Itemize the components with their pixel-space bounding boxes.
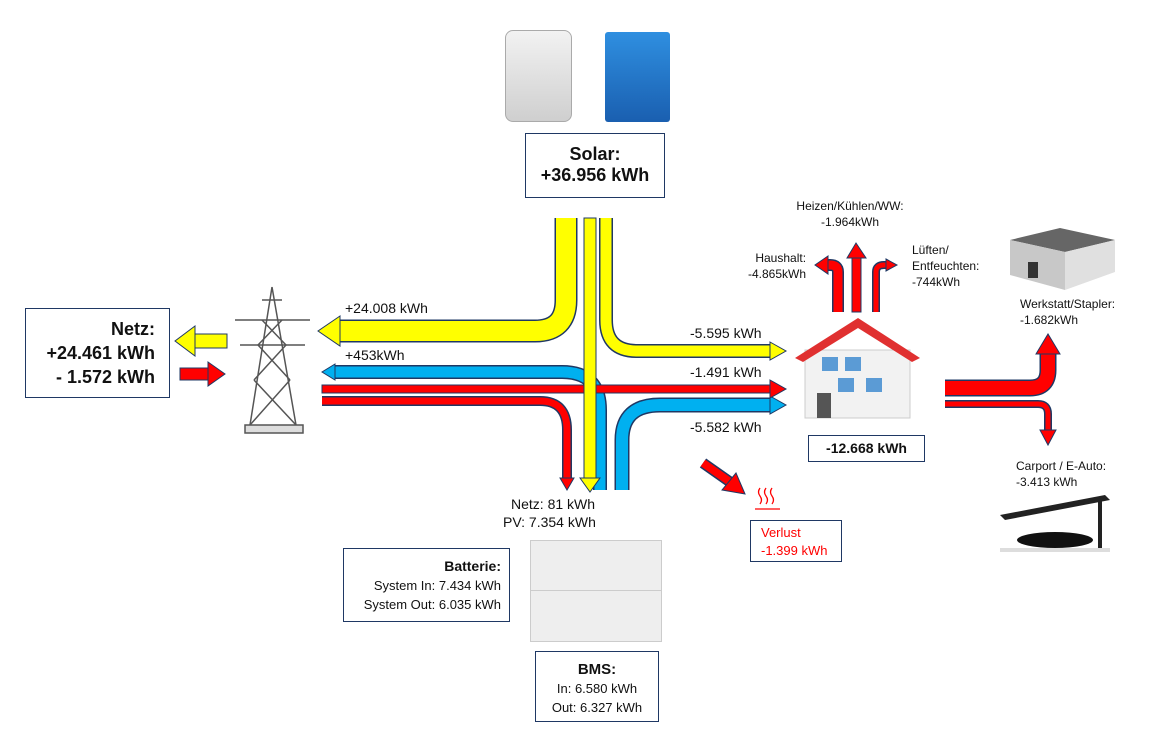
arrow-lueften	[872, 258, 899, 312]
consumer-carport: Carport / E-Auto: -3.413 kWh	[1016, 458, 1106, 490]
arrow-netz-export	[174, 325, 228, 357]
batterie-system-in: System In: 7.434 kWh	[373, 578, 501, 593]
battery-charge-pv: PV: 7.354 kWh	[503, 514, 596, 530]
carport-label: Carport / E-Auto:	[1016, 459, 1107, 473]
arrow-solar-to-grid	[317, 218, 578, 347]
consumer-haushalt: Haushalt: -4.865kWh	[748, 250, 806, 282]
arrow-heizen	[846, 242, 867, 313]
arrow-solar-to-battery	[579, 217, 601, 493]
flow-solar-to-house-label: -5.595 kWh	[690, 325, 762, 341]
arrow-grid-to-battery	[322, 396, 575, 491]
power-pylon-icon	[235, 286, 310, 434]
flow-battery-to-house-label: -5.582 kWh	[690, 419, 762, 435]
haushalt-label: Haushalt:	[755, 251, 807, 265]
consumer-heizen: Heizen/Kühlen/WW: -1.964kWh	[790, 198, 910, 230]
bms-title: BMS:	[577, 661, 617, 678]
lueften-label1: Lüften/	[912, 243, 949, 257]
battery-charge-netz: Netz: 81 kWh	[511, 496, 596, 512]
verlust-value: -1.399 kWh	[761, 543, 828, 558]
house-icon	[795, 318, 920, 419]
werkstatt-value: -1.682kWh	[1020, 313, 1079, 327]
consumer-werkstatt: Werkstatt/Stapler: -1.682kWh	[1020, 296, 1115, 328]
werkstatt-label: Werkstatt/Stapler:	[1020, 297, 1116, 311]
flow-battery-to-grid-label: +453kWh	[345, 347, 405, 363]
solar-box: Solar: +36.956 kWh	[525, 133, 665, 198]
flow-grid-to-house-label: -1.491 kWh	[690, 364, 762, 380]
bms-box: BMS: In: 6.580 kWh Out: 6.327 kWh	[535, 651, 659, 722]
netz-out: - 1.572 kWh	[55, 367, 155, 387]
carport-value: -3.413 kWh	[1016, 475, 1078, 489]
lueften-label2: Entfeuchten:	[912, 259, 980, 273]
inverter-victron-image	[605, 32, 670, 122]
bms-out: Out: 6.327 kWh	[551, 700, 643, 715]
inverter-fronius-image	[505, 30, 572, 122]
netz-in: +24.461 kWh	[46, 343, 155, 363]
haushalt-value: -4.865kWh	[748, 267, 807, 281]
flow-solar-to-grid-label: +24.008 kWh	[345, 300, 428, 316]
lueften-value: -744kWh	[912, 275, 961, 289]
battery-module-image	[530, 540, 662, 592]
verlust-box: Verlust -1.399 kWh	[750, 520, 842, 562]
arrow-grid-to-house	[321, 379, 788, 399]
battery-module-image	[530, 590, 662, 642]
arrow-battery-to-house	[614, 395, 788, 490]
arrow-solar-to-house	[599, 218, 788, 361]
arrow-loss	[699, 458, 746, 495]
solar-title: Solar:	[569, 144, 621, 164]
netz-title: Netz:	[111, 319, 155, 339]
batterie-box: Batterie: System In: 7.434 kWh System Ou…	[343, 548, 510, 622]
arrow-haushalt	[814, 255, 844, 312]
bms-in: In: 6.580 kWh	[556, 681, 638, 696]
arrow-carport	[945, 400, 1057, 447]
batterie-system-out: System Out: 6.035 kWh	[363, 597, 501, 612]
arrow-werkstatt	[945, 333, 1061, 397]
batterie-title: Batterie:	[444, 558, 501, 574]
heizen-value: -1.964kWh	[820, 215, 880, 229]
arrow-netz-import	[179, 361, 226, 387]
carport-icon	[1000, 495, 1110, 552]
solar-value: +36.956 kWh	[540, 165, 650, 185]
arrow-battery-to-grid	[321, 363, 607, 490]
netz-box: Netz: +24.461 kWh - 1.572 kWh	[25, 308, 170, 398]
heat-icon	[755, 487, 780, 510]
workshop-icon	[1010, 228, 1115, 290]
consumer-lueften: Lüften/ Entfeuchten: -744kWh	[912, 242, 979, 290]
house-total-box: -12.668 kWh	[808, 435, 925, 462]
heizen-label: Heizen/Kühlen/WW:	[796, 199, 904, 213]
verlust-title: Verlust	[761, 525, 801, 540]
